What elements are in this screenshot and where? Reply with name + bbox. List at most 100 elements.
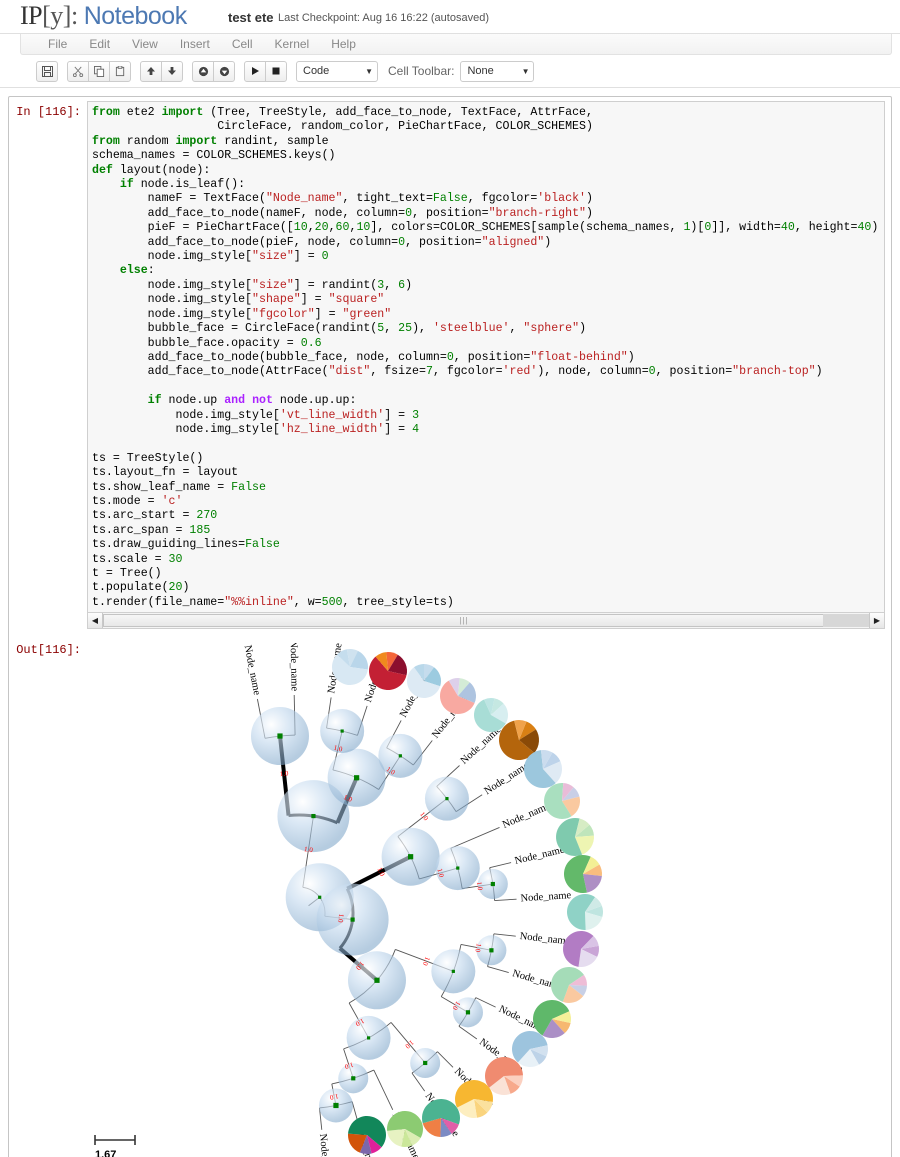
pie-chart: [422, 1099, 461, 1138]
pie-chart: [524, 750, 563, 789]
branch-length-label: 1.0: [473, 943, 483, 954]
circle-down-icon: [219, 66, 229, 76]
cell-output-row: Out[116]:: [9, 643, 891, 1157]
move-cell-down-button[interactable]: [161, 60, 183, 82]
chevron-down-icon: ▼: [521, 66, 530, 76]
menu-item-insert[interactable]: Insert: [179, 37, 210, 51]
leaf-label: Node_name: [514, 845, 566, 868]
run-group: [244, 60, 287, 82]
pie-chart: [562, 931, 600, 968]
pie-chart: [550, 967, 588, 1004]
scrollbar-thumb[interactable]: |||: [103, 614, 826, 628]
circle-up-icon: [198, 66, 208, 76]
scrollbar-track[interactable]: |||: [103, 613, 869, 629]
notebook-toolbar: Code ▼ Cell Toolbar: None ▼: [0, 55, 900, 88]
pie-chart: [473, 698, 508, 733]
branch-length-label: 1.0: [450, 1000, 462, 1012]
pie-chart: [439, 678, 476, 715]
pie-chart: [485, 1057, 524, 1096]
cell-toolbar-select[interactable]: None ▼: [460, 60, 535, 82]
save-button[interactable]: [36, 60, 58, 82]
menu-item-help[interactable]: Help: [331, 37, 356, 51]
node-marker: [350, 917, 355, 922]
pie-chart: [556, 818, 594, 857]
tree-node-markers: [277, 729, 495, 1109]
menu-bar: File Edit View Insert Cell Kernel Help: [20, 34, 892, 55]
branch-length-label: 1.0: [336, 914, 345, 924]
pie-chart: [331, 649, 368, 686]
branch-line: [437, 1051, 454, 1068]
branch-length-label: 1.0: [375, 866, 386, 878]
scroll-right-icon[interactable]: ▶: [869, 613, 884, 629]
notebook-title[interactable]: test ete: [228, 10, 274, 25]
move-cell-up-button[interactable]: [140, 60, 162, 82]
insert-group: [192, 60, 235, 82]
node-marker: [489, 948, 494, 953]
cell-toolbar-label: Cell Toolbar:: [388, 64, 455, 78]
leaf-label: Node_name: [482, 760, 531, 797]
logo-colon: :: [70, 1, 78, 30]
ipython-logo[interactable]: IP[y]: Notebook: [20, 1, 187, 31]
branch-line: [475, 997, 496, 1008]
menu-item-file[interactable]: File: [48, 37, 68, 51]
pie-chart: [455, 1080, 494, 1119]
node-marker: [367, 1036, 371, 1040]
phylogenetic-tree-svg: 1.01.01.01.01.01.01.01.01.01.01.01.01.01…: [94, 643, 603, 1157]
output-prompt: Out[116]:: [16, 643, 81, 658]
copy-button[interactable]: [88, 60, 110, 82]
menu-item-edit[interactable]: Edit: [89, 37, 111, 51]
node-marker: [318, 895, 322, 900]
leaf-label: Node_name: [317, 1133, 333, 1157]
arrow-down-icon: [168, 67, 176, 75]
code-text[interactable]: from ete2 import (Tree, TreeStyle, add_f…: [92, 106, 879, 609]
branch-length-label: 1.0: [333, 744, 344, 754]
cell-type-value: Code: [303, 65, 330, 77]
cut-button[interactable]: [67, 60, 89, 82]
cell-type-select[interactable]: Code ▼: [296, 60, 378, 82]
pie-chart: [567, 894, 603, 931]
branch-line: [450, 827, 500, 849]
node-marker: [333, 1103, 339, 1109]
interrupt-kernel-button[interactable]: [265, 60, 287, 82]
chevron-down-icon: ▼: [365, 66, 373, 76]
insert-cell-above-button[interactable]: [192, 60, 214, 82]
pie-chart: [406, 664, 441, 699]
checkpoint-status: Last Checkpoint: Aug 16 16:22 (autosaved…: [278, 12, 489, 24]
branch-line: [373, 1070, 394, 1111]
branch-length-label: 1.0: [342, 793, 354, 804]
node-marker: [277, 733, 283, 739]
branch-length-label: 1.0: [418, 811, 430, 823]
code-cell[interactable]: In [116]: from ete2 import (Tree, TreeSt…: [8, 96, 892, 1157]
node-marker: [311, 814, 316, 819]
node-marker: [456, 866, 460, 870]
copy-icon: [93, 65, 104, 77]
node-marker: [398, 754, 402, 758]
node-marker: [465, 1010, 471, 1015]
node-marker: [354, 775, 360, 781]
paste-icon: [115, 65, 124, 76]
menu-item-view[interactable]: View: [132, 37, 158, 51]
branch-line: [487, 966, 509, 974]
node-marker: [490, 882, 495, 887]
insert-cell-below-button[interactable]: [213, 60, 235, 82]
code-horizontal-scrollbar[interactable]: ◀ ||| ▶: [88, 612, 884, 629]
menu-item-kernel[interactable]: Kernel: [274, 37, 310, 51]
node-marker: [423, 1061, 428, 1066]
notebook-header: IP[y]: Notebook test ete Last Checkpoint…: [0, 0, 900, 34]
branch-length-label: 1.0: [385, 765, 397, 777]
scrollbar-remaining: [823, 614, 869, 628]
paste-button[interactable]: [109, 60, 131, 82]
pie-chart: [348, 1116, 387, 1155]
scroll-left-icon[interactable]: ◀: [88, 613, 103, 629]
branch-line: [458, 1026, 478, 1040]
run-cell-button[interactable]: [244, 60, 266, 82]
branch-length-label: 1.0: [421, 956, 432, 967]
logo-ip: IP: [20, 1, 43, 30]
pie-chart: [533, 1000, 571, 1039]
code-editor[interactable]: from ete2 import (Tree, TreeStyle, add_f…: [87, 101, 885, 630]
menu-item-cell[interactable]: Cell: [231, 37, 253, 51]
pie-chart: [544, 783, 581, 820]
